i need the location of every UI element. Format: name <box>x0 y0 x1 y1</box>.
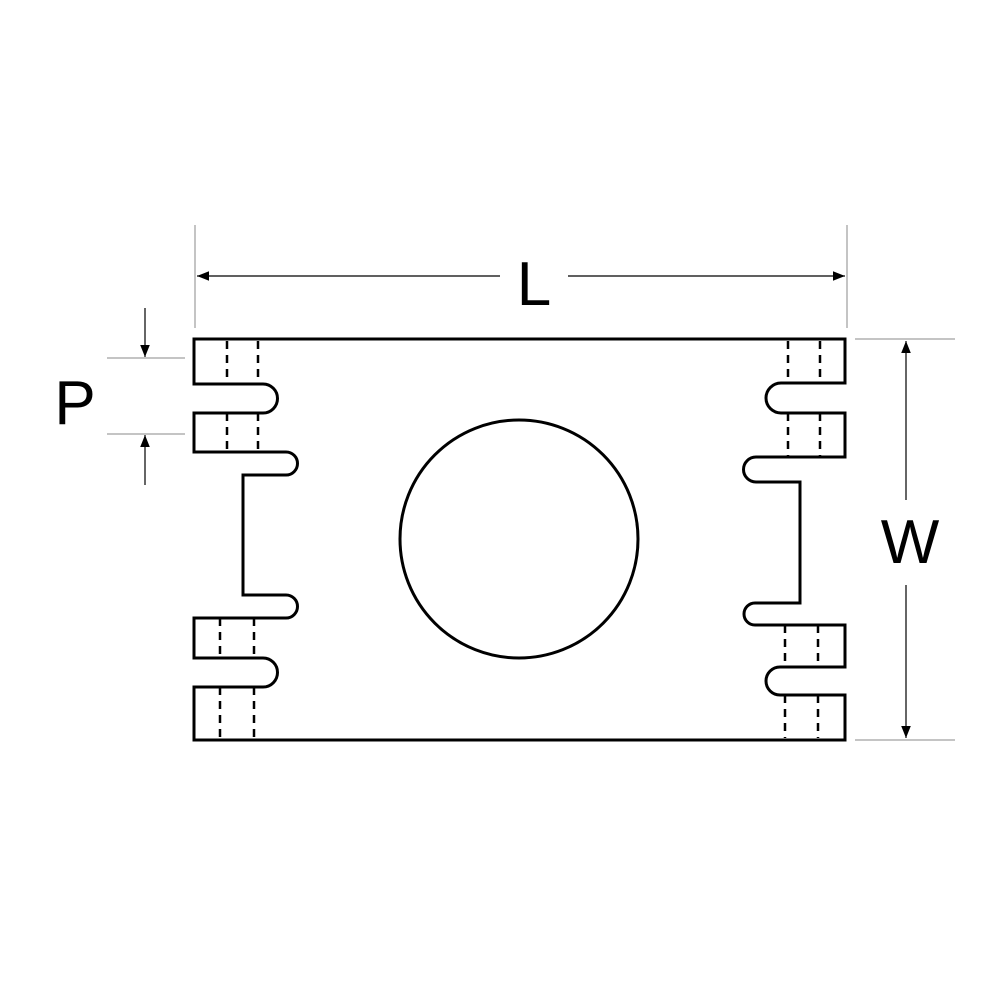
width-dimension: W <box>855 338 955 741</box>
pitch-label: P <box>54 369 95 438</box>
length-dimension: L <box>194 225 848 328</box>
length-label: L <box>517 250 551 319</box>
part-outline <box>192 337 847 742</box>
pitch-dimension: P <box>54 308 185 485</box>
width-label: W <box>881 508 940 577</box>
center-hole <box>398 418 640 660</box>
hidden-lines <box>218 341 822 738</box>
